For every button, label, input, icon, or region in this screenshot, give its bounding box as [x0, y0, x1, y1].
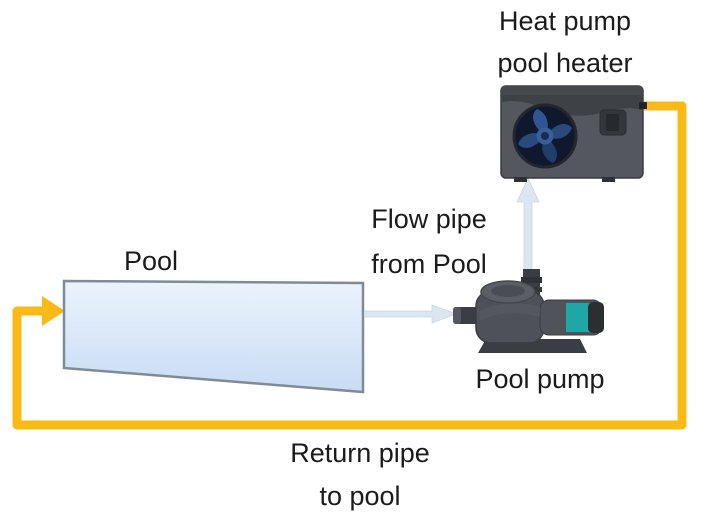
- pool-pump-label: Pool pump: [475, 364, 605, 394]
- pool-pump-image: [453, 269, 604, 353]
- pool-water: [62, 279, 365, 394]
- flow-arrow-horizontal-icon: [364, 304, 458, 324]
- heat-pump-label-line1: Heat pump: [498, 6, 632, 36]
- return-pipe-label-line2: to pool: [319, 481, 401, 511]
- pool-label: Pool: [123, 246, 179, 276]
- flow-pipe-label-line1: Flow pipe: [371, 204, 487, 234]
- return-pipe-label: Return pipe to pool: [260, 432, 460, 518]
- heat-pump-image: [500, 85, 647, 182]
- heat-pump-label-line2: pool heater: [497, 48, 633, 78]
- pump-motor-accent: [566, 303, 590, 332]
- return-pipe-arrowhead-icon: [42, 296, 65, 326]
- flow-arrow-vertical-icon: [516, 178, 540, 272]
- flow-pipe-label-line2: from Pool: [371, 249, 487, 279]
- pool-shape: [62, 279, 365, 394]
- flow-pipe-label: Flow pipe from Pool: [351, 197, 507, 287]
- return-pipe-line: [12, 101, 687, 430]
- heat-pump-label: Heat pump pool heater: [449, 0, 681, 84]
- return-pipe-label-line1: Return pipe: [290, 438, 430, 468]
